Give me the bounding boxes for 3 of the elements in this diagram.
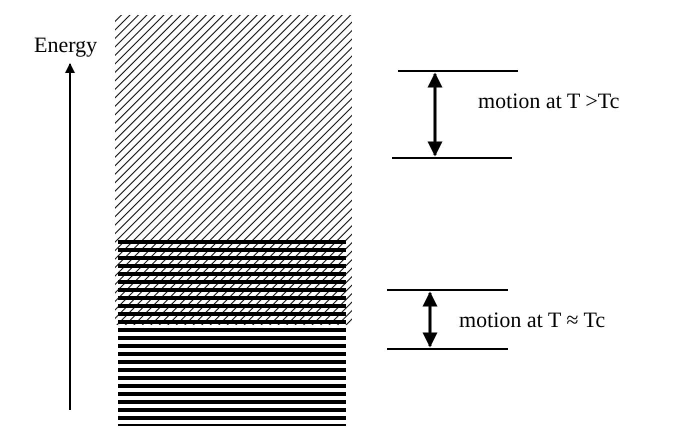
axis-label: Energy — [34, 32, 98, 58]
annotation-text: motion at T ≈ Tc — [459, 307, 606, 333]
annotation-text: motion at T >Tc — [478, 88, 620, 114]
